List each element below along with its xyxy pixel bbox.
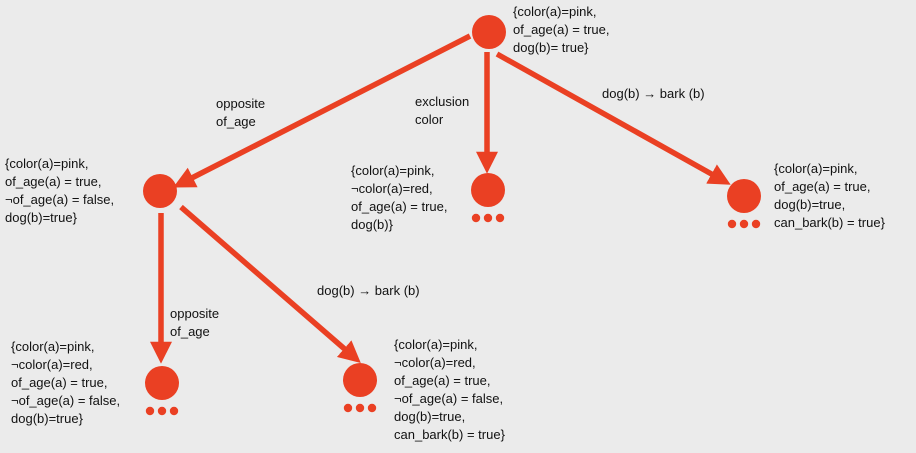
node-label-bottom-left-line: of_age(a) = true, [11, 375, 108, 390]
node-label-left: {color(a)=pink, of_age(a) = true, ¬of_age(… [5, 155, 114, 227]
edge-label-root-to-right: dog(b) → bark (b) [602, 85, 705, 103]
node-label-left-line: dog(b)=true} [5, 210, 77, 225]
node-label-right: {color(a)=pink, of_age(a) = true, dog(b)=t… [774, 160, 885, 232]
edge-label-left-to-bottom-middle-line: dog(b) → bark (b) [317, 283, 420, 298]
node-label-bottom-middle-line: ¬of_age(a) = false, [394, 391, 504, 406]
node-label-root-line: {color(a)=pink, [513, 4, 597, 19]
ellipsis-dot [367, 403, 377, 413]
ellipsis-icon [471, 213, 505, 223]
edge-arrow-root-to-left [173, 33, 472, 188]
edge-label-root-to-middle: exclusion color [415, 93, 469, 129]
ellipsis-icon [343, 403, 377, 413]
node-label-middle-line: {color(a)=pink, [351, 163, 435, 178]
node-label-bottom-left-line: {color(a)=pink, [11, 339, 95, 354]
node-label-left-line: ¬of_age(a) = false, [5, 192, 115, 207]
ellipsis-icon [727, 219, 761, 229]
node-label-bottom-middle-line: can_bark(b) = true} [394, 427, 505, 442]
node-label-middle-line: of_age(a) = true, [351, 199, 448, 214]
node-label-middle-line: dog(b)} [351, 217, 393, 232]
node-bottom-middle [343, 363, 377, 397]
node-label-middle: {color(a)=pink, ¬color(a)=red, of_age(a) =… [351, 162, 447, 234]
ellipsis-dot [751, 219, 761, 229]
ellipsis-dot [727, 219, 737, 229]
ellipsis-dot [739, 219, 749, 229]
node-label-root-line: of_age(a) = true, [513, 22, 610, 37]
node-label-right-line: {color(a)=pink, [774, 161, 858, 176]
node-label-bottom-middle-line: of_age(a) = true, [394, 373, 491, 388]
node-label-bottom-middle-line: dog(b)=true, [394, 409, 466, 424]
edge-label-root-to-left-line: opposite [216, 96, 266, 111]
node-label-root-line: dog(b)= true} [513, 40, 589, 55]
ellipsis-dot [343, 403, 353, 413]
node-label-bottom-left: {color(a)=pink, ¬color(a)=red, of_age(a) =… [11, 338, 120, 428]
node-left [143, 174, 177, 208]
ellipsis-dot [471, 213, 481, 223]
edge-label-root-to-right-line: dog(b) → bark (b) [602, 86, 705, 101]
ellipsis-dot [355, 403, 365, 413]
edge-label-root-to-left-line: of_age [216, 114, 256, 129]
node-label-left-line: {color(a)=pink, [5, 156, 89, 171]
ellipsis-dot [169, 406, 179, 416]
node-middle [471, 173, 505, 207]
node-label-root: {color(a)=pink, of_age(a) = true, dog(b)= … [513, 3, 609, 57]
node-label-bottom-left-line: ¬of_age(a) = false, [11, 393, 121, 408]
edge-label-left-to-bottom-left-line: opposite [170, 306, 220, 321]
node-label-right-line: can_bark(b) = true} [774, 215, 885, 230]
edge-label-left-to-bottom-middle: dog(b) → bark (b) [317, 282, 420, 300]
edge-label-left-to-bottom-left-line: of_age [170, 324, 210, 339]
edge-arrow-root-to-right [495, 51, 731, 185]
edge-label-left-to-bottom-left: opposite of_age [170, 305, 219, 341]
edge-arrow-left-to-bottom-middle [179, 204, 361, 364]
edge-label-root-to-left: opposite of_age [216, 95, 265, 131]
node-label-bottom-left-line: ¬color(a)=red, [11, 357, 93, 372]
ellipsis-dot [483, 213, 493, 223]
node-label-left-line: of_age(a) = true, [5, 174, 102, 189]
node-label-bottom-middle-line: ¬color(a)=red, [394, 355, 476, 370]
node-label-right-line: of_age(a) = true, [774, 179, 871, 194]
node-bottom-left [145, 366, 179, 400]
node-label-bottom-middle: {color(a)=pink, ¬color(a)=red, of_age(a) =… [394, 336, 505, 444]
node-root [472, 15, 506, 49]
ellipsis-dot [157, 406, 167, 416]
node-right [727, 179, 761, 213]
ellipsis-icon [145, 406, 179, 416]
node-label-bottom-left-line: dog(b)=true} [11, 411, 83, 426]
node-label-middle-line: ¬color(a)=red, [351, 181, 433, 196]
node-label-bottom-middle-line: {color(a)=pink, [394, 337, 478, 352]
edge-label-root-to-middle-line: color [415, 112, 444, 127]
edge-label-root-to-middle-line: exclusion [415, 94, 470, 109]
ellipsis-dot [495, 213, 505, 223]
ellipsis-dot [145, 406, 155, 416]
node-label-right-line: dog(b)=true, [774, 197, 846, 212]
